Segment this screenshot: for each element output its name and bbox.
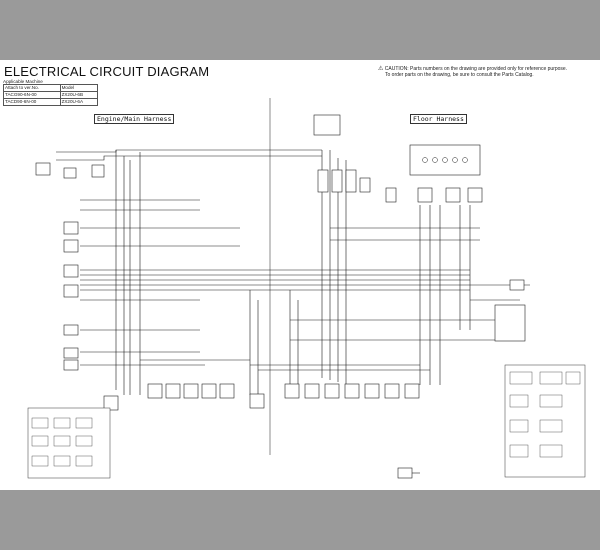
floor-connector-3 — [345, 169, 357, 193]
top-bus-wire-2 — [56, 155, 322, 161]
machine-model-2: ZX20U-6A — [59, 98, 99, 106]
relay-connector — [63, 167, 77, 179]
warning-icon: ⚠ — [378, 66, 384, 72]
bottom-connector-10 — [324, 383, 340, 399]
monitor-lamp-icon — [462, 157, 468, 163]
engine-main-harness-label: Engine/Main Harness — [94, 114, 175, 124]
bottom-connector-5 — [201, 383, 217, 399]
bottom-connector-2 — [147, 383, 163, 399]
bottom-connector-4 — [183, 383, 199, 399]
machine-heading: Applicable Machine — [3, 79, 43, 84]
switch-connector-4 — [63, 284, 79, 298]
connector-legend-right — [504, 364, 586, 478]
monitor-lamp-icon — [442, 157, 448, 163]
bottom-connector-14 — [404, 383, 420, 399]
floor-connector-5 — [385, 187, 397, 203]
switch-connector-7 — [63, 359, 79, 371]
ground-connector — [397, 467, 413, 479]
floor-connector-2 — [331, 169, 343, 193]
switch-connector-1 — [63, 221, 79, 235]
bottom-connector-6 — [219, 383, 235, 399]
bottom-connector-7 — [249, 393, 265, 409]
floor-connector-10 — [494, 304, 526, 342]
battery-connector — [35, 162, 51, 176]
bottom-connector-8 — [284, 383, 300, 399]
switch-connector-3 — [63, 264, 79, 278]
caution-note: ⚠ CAUTION: Parts numbers on the drawing … — [378, 66, 596, 79]
switch-connector-5 — [63, 324, 79, 336]
floor-connector-1 — [317, 169, 329, 193]
monitor-lamp-icon — [422, 157, 428, 163]
floor-harness-label: Floor Harness — [410, 114, 467, 124]
relay-connector-2 — [91, 164, 105, 178]
bottom-connector-9 — [304, 383, 320, 399]
monitor-lamp-icon — [432, 157, 438, 163]
floor-connector-7 — [445, 187, 461, 203]
diagram-title: ELECTRICAL CIRCUIT DIAGRAM — [4, 64, 210, 79]
floor-connector-9 — [509, 279, 525, 291]
caution-line-2: To order parts on the drawing, be sure t… — [385, 72, 534, 79]
top-bus-wire — [56, 149, 322, 153]
bottom-connector-12 — [364, 383, 380, 399]
floor-connector-6 — [417, 187, 433, 203]
floor-connector-8 — [467, 187, 483, 203]
floor-connector-4 — [359, 177, 371, 193]
connector-legend-left — [27, 407, 111, 479]
bottom-connector-13 — [384, 383, 400, 399]
switch-connector-2 — [63, 239, 79, 253]
applicable-machine-table: Applicable Machine Attach to ver.No. Mod… — [3, 79, 99, 106]
bottom-connector-3 — [165, 383, 181, 399]
fuse-box — [313, 114, 341, 136]
bottom-connector-1 — [103, 395, 119, 411]
monitor-lamp-icon — [452, 157, 458, 163]
switch-connector-6 — [63, 347, 79, 359]
caution-line-1: CAUTION: Parts numbers on the drawing ar… — [384, 66, 568, 72]
bottom-connector-11 — [344, 383, 360, 399]
